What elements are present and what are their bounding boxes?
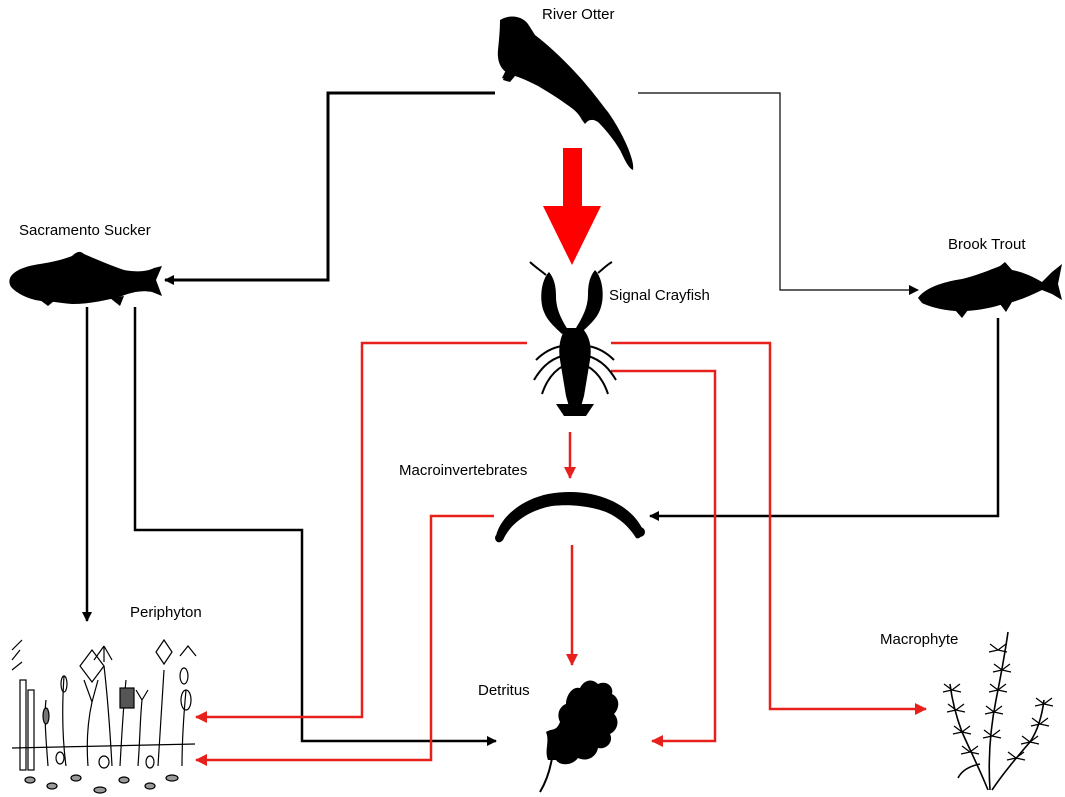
label-detritus: Detritus bbox=[478, 682, 530, 699]
label-macrophyte: Macrophyte bbox=[880, 631, 958, 648]
edge-otter-to-sucker bbox=[165, 93, 495, 280]
edge-crayfish-to-detritus bbox=[611, 371, 715, 741]
label-brook-trout: Brook Trout bbox=[948, 236, 1026, 253]
crayfish-icon bbox=[530, 262, 616, 416]
edge-macroinvertebrates-to-periphyton bbox=[196, 516, 494, 760]
label-macroinvertebrates: Macroinvertebrates bbox=[399, 462, 527, 479]
label-river-otter: River Otter bbox=[542, 6, 615, 23]
trout-fish-icon bbox=[918, 262, 1062, 318]
edge-crayfish-to-macrophyte bbox=[611, 343, 926, 709]
label-signal-crayfish: Signal Crayfish bbox=[609, 287, 710, 304]
edge-sucker-to-detritus bbox=[135, 307, 496, 741]
edge-trout-to-macroinvertebrates bbox=[650, 318, 998, 516]
edge-otter-to-crayfish-thick-arrow bbox=[543, 148, 601, 265]
edge-otter-to-trout bbox=[638, 93, 918, 290]
sucker-fish-icon bbox=[9, 252, 162, 306]
aquatic-plant-icon bbox=[943, 632, 1053, 790]
larva-icon bbox=[495, 492, 645, 542]
label-periphyton: Periphyton bbox=[130, 604, 202, 621]
label-sacramento-sucker: Sacramento Sucker bbox=[19, 222, 151, 239]
otter-icon bbox=[498, 17, 633, 170]
oak-leaf-icon bbox=[540, 681, 618, 792]
algae-icon bbox=[12, 640, 196, 793]
